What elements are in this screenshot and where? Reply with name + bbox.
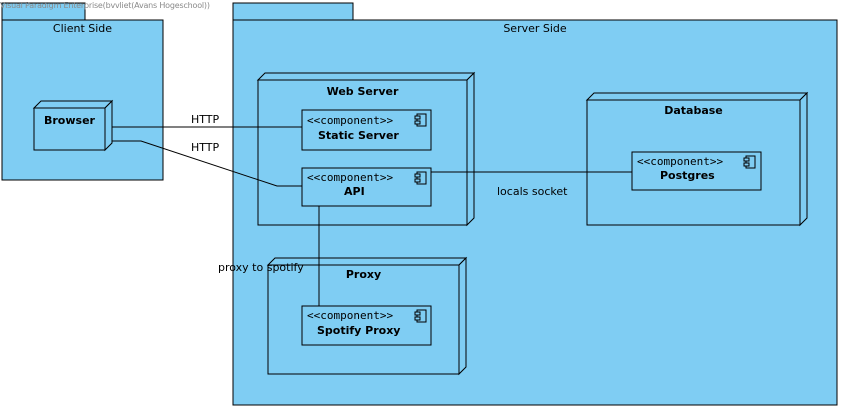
client-side-package[interactable]	[1, 2, 164, 181]
connector-lines	[112, 126, 632, 306]
web-server-title: Web Server	[326, 85, 399, 98]
database-title: Database	[664, 104, 723, 117]
locals-socket-label: locals socket	[497, 185, 568, 198]
proxy-to-spotify-label: proxy to spotify	[218, 261, 304, 274]
static-server-name: Static Server	[318, 129, 399, 142]
browser-api-connector	[112, 140, 302, 187]
server-side-title: Server Side	[503, 22, 567, 35]
component-icon	[743, 155, 756, 169]
api-stereotype: <<component>>	[307, 171, 394, 184]
http-label-api: HTTP	[191, 141, 220, 154]
spotify-proxy-stereotype: <<component>>	[307, 309, 394, 322]
watermark-text: Visual Paradigm Enterprise(bvvliet(Avans…	[0, 1, 210, 10]
proxy-title: Proxy	[345, 268, 382, 281]
component-icon	[414, 113, 427, 127]
http-label-static: HTTP	[191, 113, 220, 126]
static-server-stereotype: <<component>>	[307, 114, 394, 127]
component-icon	[414, 309, 427, 323]
spotify-proxy-name: Spotify Proxy	[317, 324, 401, 337]
postgres-name: Postgres	[660, 169, 715, 182]
postgres-stereotype: <<component>>	[637, 155, 724, 168]
client-side-title: Client Side	[52, 22, 113, 35]
postgres-component[interactable]	[631, 151, 762, 191]
browser-node[interactable]	[32, 99, 114, 152]
static-server-component[interactable]	[301, 109, 432, 151]
spotify-proxy-component[interactable]	[301, 305, 432, 346]
component-icon	[414, 171, 427, 185]
browser-title: Browser	[44, 114, 95, 127]
api-name: API	[344, 185, 365, 198]
api-component[interactable]	[301, 167, 432, 207]
